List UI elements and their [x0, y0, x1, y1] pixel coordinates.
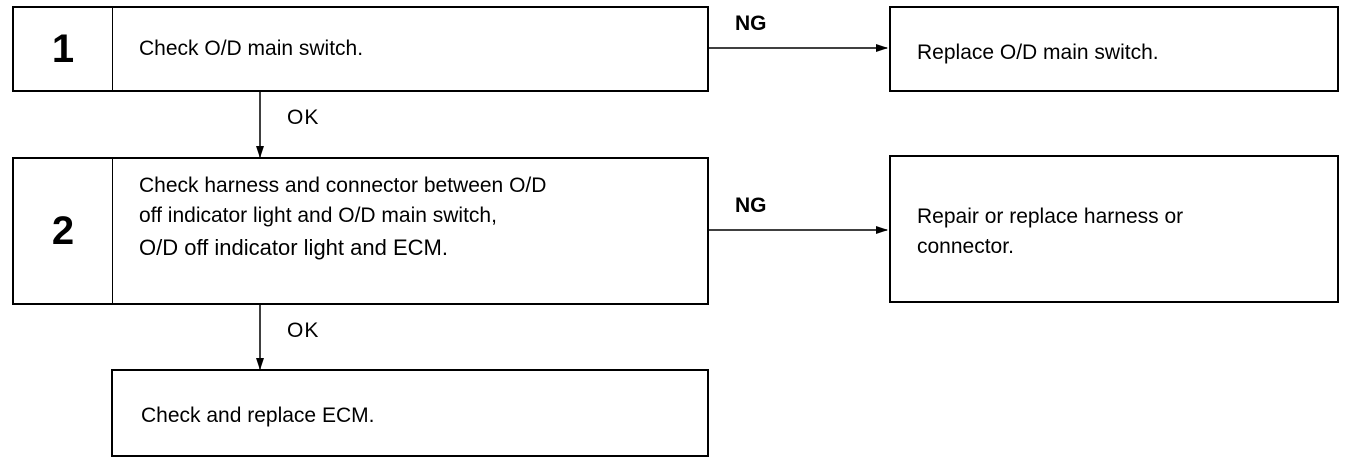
- step-2-text-line-2: off indicator light and O/D main switch,: [139, 204, 497, 228]
- step-1-number: 1: [14, 8, 113, 90]
- step-1-box: 1 Check O/D main switch.: [12, 6, 709, 92]
- final-action-box: Check and replace ECM.: [111, 369, 709, 457]
- step-2-ng-label: NG: [735, 194, 767, 217]
- step-1-ng-action-box: Replace O/D main switch.: [889, 6, 1339, 92]
- step-2-number: 2: [14, 159, 113, 303]
- step-2-ng-action-line-1: Repair or replace harness or: [917, 205, 1184, 228]
- step-2-ng-action-text: Repair or replace harness or connector.: [917, 202, 1183, 263]
- step-2-ok-label: OK: [287, 319, 320, 342]
- step-2-text-line-1: Check harness and connector between O/D: [139, 174, 547, 197]
- step-1-ng-label: NG: [735, 12, 767, 35]
- step-2-text-block: Check harness and connector between O/D …: [113, 159, 707, 303]
- step-2-ng-action-box: Repair or replace harness or connector.: [889, 155, 1339, 303]
- step-2-ng-action-line-2: connector.: [917, 235, 1014, 259]
- step-1-ng-action-text: Replace O/D main switch.: [917, 41, 1159, 64]
- step-1-ok-label: OK: [287, 106, 320, 129]
- step-2-text-line-3: O/D off indicator light and ECM.: [139, 234, 448, 260]
- step-2-box: 2 Check harness and connector between O/…: [12, 157, 709, 305]
- step-1-text: Check O/D main switch.: [139, 36, 364, 60]
- final-action-text: Check and replace ECM.: [141, 404, 375, 427]
